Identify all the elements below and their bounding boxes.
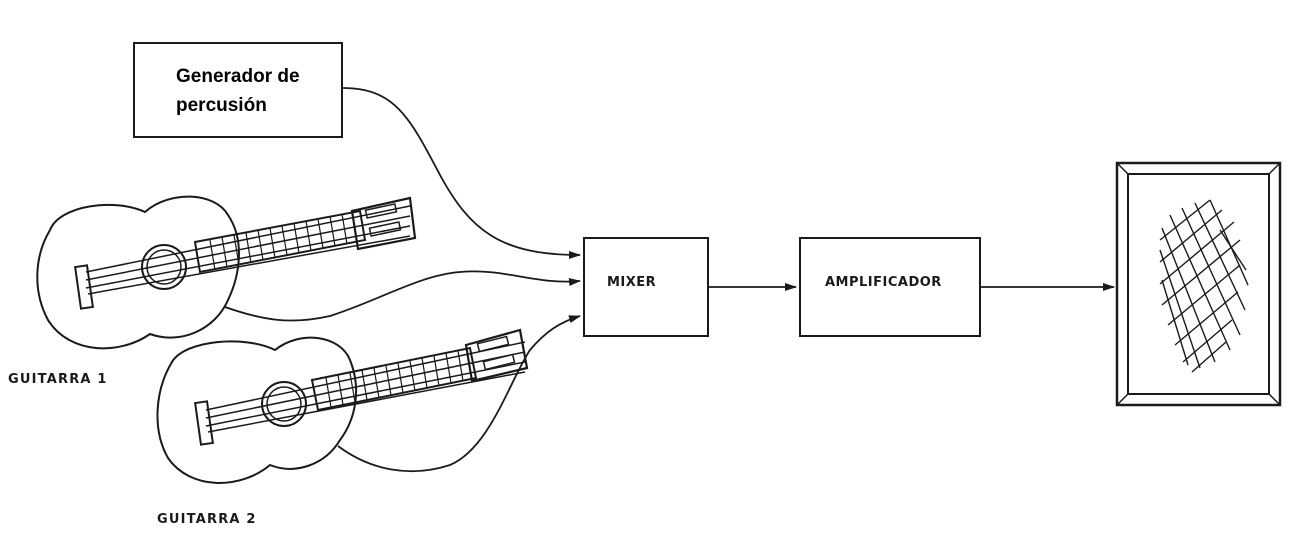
guitar-2-caption: GUITARRA 2 — [157, 512, 257, 527]
guitar-1-caption: GUITARRA 1 — [8, 372, 108, 387]
percussion-label-line2: percusión — [176, 95, 267, 116]
wire-guitar2-to-mixer — [337, 315, 581, 473]
mixer-label: MIXER — [607, 275, 657, 290]
mixer-box — [583, 237, 709, 337]
guitar-1-icon — [36, 195, 417, 350]
wire-percussion-to-mixer — [342, 87, 581, 259]
percussion-generator-label: Generador de percusión — [176, 62, 336, 120]
percussion-label-line1: Generador de — [176, 66, 300, 87]
amplifier-box — [799, 237, 981, 337]
speaker-icon — [1115, 161, 1282, 407]
wire-guitar1-to-mixer — [224, 270, 581, 322]
amplifier-label: AMPLIFICADOR — [825, 275, 942, 290]
percussion-generator-box — [133, 42, 343, 138]
guitar-2-icon — [156, 328, 529, 484]
signal-wires — [224, 87, 1115, 473]
